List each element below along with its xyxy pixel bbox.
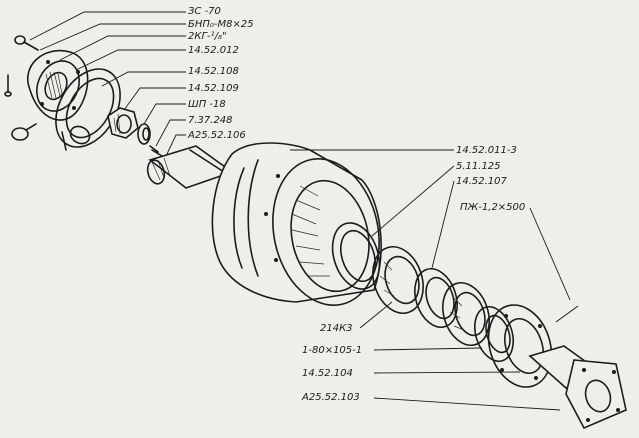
label-wire: ПЖ-1,2×500 [460,202,526,213]
lock-wire [555,305,579,323]
label-part-012: 14.52.012 [188,45,239,56]
gasket-ring [55,68,121,151]
seal-housing [487,304,553,388]
label-bolt: БНП₀-М8×25 [188,19,254,30]
label-part-109: 14.52.109 [188,83,239,94]
screw-left [4,74,12,97]
label-ring-5125: 5.11.125 [456,161,501,172]
hex-nut [107,107,139,139]
spacer-ring [414,268,458,328]
label-axle-a103: А25.52.103 [302,392,360,403]
grease-fitting [11,123,37,141]
label-washer-shp18: ШП -18 [188,99,226,110]
lock-washer [137,123,151,145]
label-fitting: 2КГ-¹/₈" [188,31,227,42]
hub-cap-flange [27,49,89,121]
label-bearing-214k3: 214К3 [320,323,353,334]
brake-drum [211,142,382,306]
label-part-108: 14.52.108 [188,66,239,77]
label-shaft-a106: А25.52.106 [188,130,246,141]
retaining-ring [331,222,381,290]
oil-seal [474,305,514,363]
label-spacer-107: 14.52.107 [456,176,507,187]
label-housing-104: 14.52.104 [302,368,353,379]
second-bearing [442,282,490,346]
axle-stub [528,345,627,430]
label-drum-011: 14.52.011-3 [456,145,517,156]
leader-lines [29,11,571,411]
label-zs70: ЗС -70 [188,6,221,17]
label-seal: 1-80×105-1 [302,345,363,356]
label-pin-737: 7.37.248 [188,115,233,126]
cotter-pin [149,145,163,157]
screw-top [14,35,39,51]
